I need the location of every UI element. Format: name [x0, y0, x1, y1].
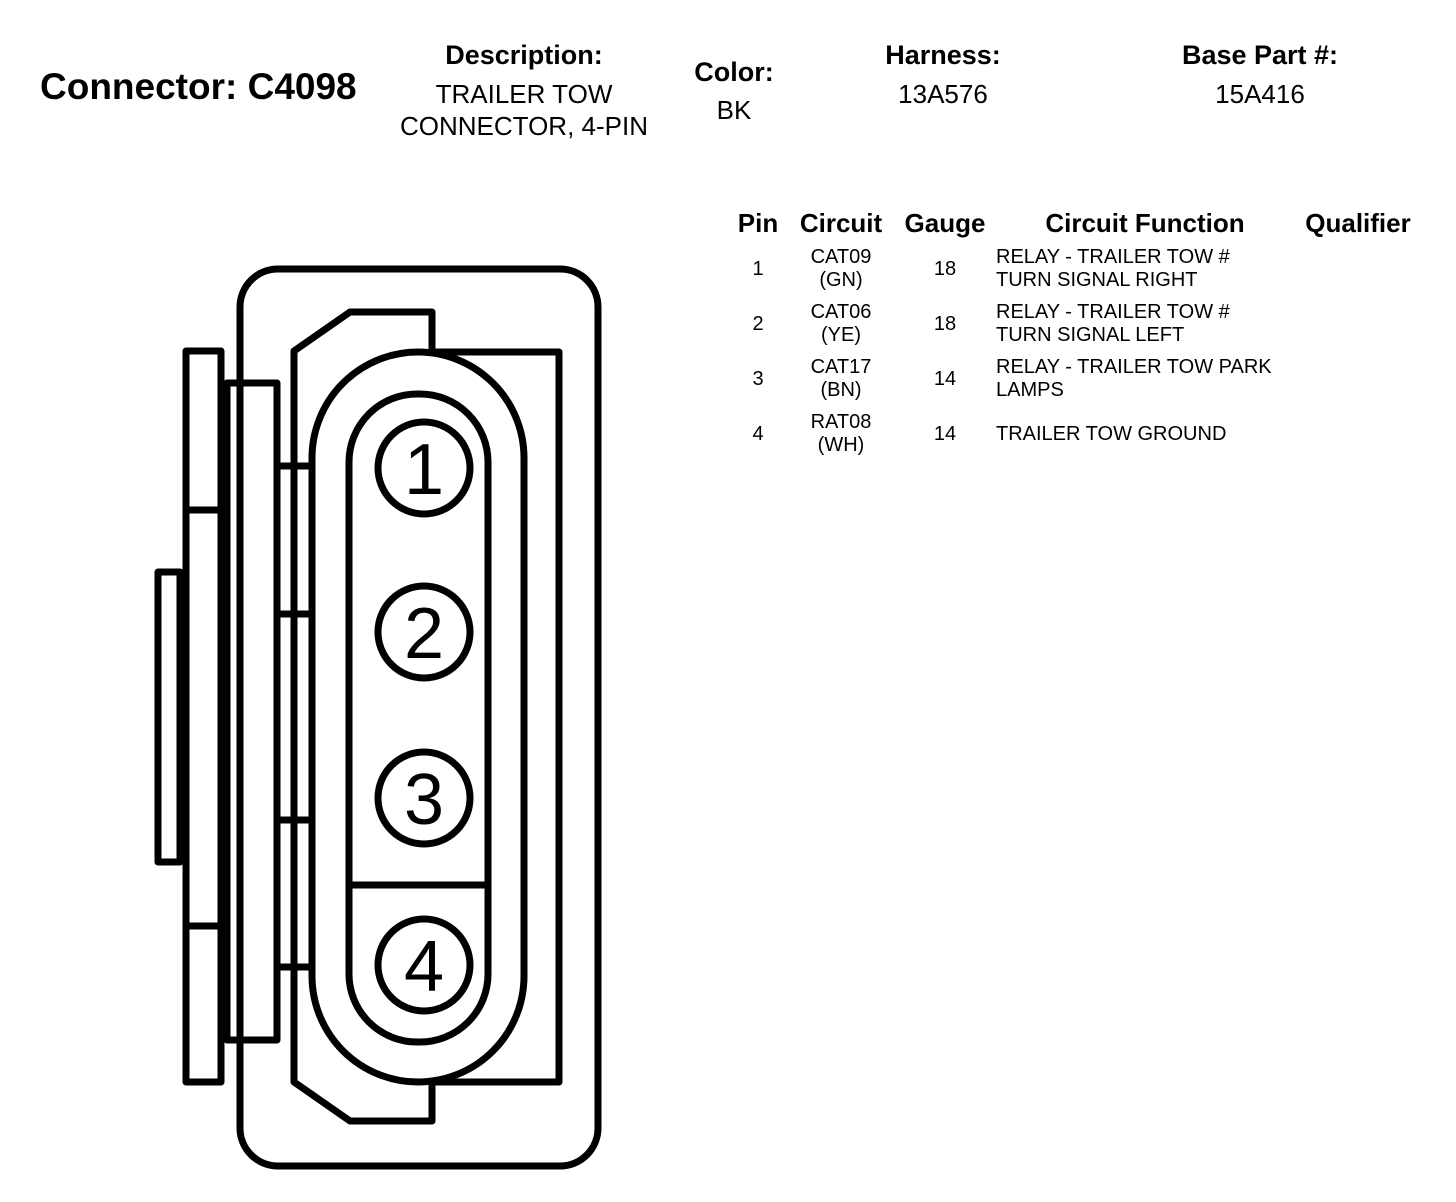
pin-1-terminal: [374, 418, 474, 518]
circuit-id: CAT06 (YE): [791, 301, 891, 347]
pin-number: 1: [752, 258, 764, 280]
connector-left-rail: [223, 379, 281, 1044]
connector-outer-housing: [236, 265, 602, 1170]
pin-4-label: 4: [404, 927, 444, 1007]
pin-number: 2: [752, 313, 764, 335]
circuit-function: RELAY - TRAILER TOW # TURN SIGNAL RIGHT: [996, 246, 1230, 292]
circuit-code: RAT08: [810, 411, 872, 433]
column-header-pin: Pin: [737, 208, 779, 238]
connector-right-bracket: [432, 348, 563, 1086]
circuit-code: CAT06: [810, 301, 872, 323]
column-header-gauge: Gauge: [904, 208, 986, 238]
circuit-function-line: RELAY - TRAILER TOW PARK: [996, 356, 1272, 378]
circuit-color: (BN): [820, 379, 862, 401]
circuit-function-line: LAMPS: [996, 379, 1064, 401]
circuit-color: (GN): [819, 269, 863, 291]
column-header-circuit: Circuit: [799, 208, 883, 238]
pin-3-label: 3: [404, 760, 444, 840]
pin-2-terminal: [374, 582, 474, 682]
pin-4-terminal: [374, 915, 474, 1015]
column-header-circuit-function: Circuit Function: [1045, 208, 1245, 238]
circuit-id: CAT17 (BN): [791, 356, 891, 402]
circuit-function: RELAY - TRAILER TOW # TURN SIGNAL LEFT: [996, 301, 1230, 347]
circuit-id: RAT08 (WH): [791, 411, 891, 457]
gauge-value: 18: [933, 313, 957, 335]
pin-3-terminal: [374, 748, 474, 848]
connector-pin-frame: [308, 348, 528, 1086]
color-label: Color:: [694, 57, 774, 87]
connector-inner-shell: [290, 308, 436, 1125]
circuit-function-line: TURN SIGNAL LEFT: [996, 324, 1185, 346]
circuit-function-line: RELAY - TRAILER TOW #: [996, 301, 1230, 323]
harness-value: 13A576: [898, 79, 988, 109]
description-line-1: TRAILER TOW: [435, 79, 613, 109]
circuit-code: CAT09: [810, 246, 872, 268]
gauge-value: 14: [933, 368, 957, 390]
circuit-function-line: TRAILER TOW GROUND: [996, 423, 1227, 445]
base-part-label: Base Part #:: [1181, 40, 1339, 70]
circuit-color: (WH): [817, 434, 865, 456]
color-value: BK: [716, 95, 752, 125]
harness-label: Harness:: [885, 40, 1001, 70]
gauge-value: 14: [933, 423, 957, 445]
pin-1-label: 1: [404, 430, 444, 510]
circuit-color: (YE): [821, 324, 861, 346]
pin-2-label: 2: [404, 594, 444, 674]
circuit-function-line: TURN SIGNAL RIGHT: [996, 269, 1198, 291]
circuit-function: TRAILER TOW GROUND: [996, 423, 1226, 446]
circuit-code: CAT17: [810, 356, 872, 378]
circuit-id: CAT09 (GN): [791, 246, 891, 292]
connector-left-tab: [154, 568, 184, 866]
connector-title: Connector: C4098: [40, 66, 357, 107]
connector-pin-cavity: [345, 390, 492, 1046]
pin-number: 3: [752, 368, 764, 390]
column-header-qualifier: Qualifier: [1305, 208, 1411, 238]
gauge-value: 18: [933, 258, 957, 280]
pin-number: 4: [752, 423, 764, 445]
circuit-function-line: RELAY - TRAILER TOW #: [996, 246, 1230, 268]
base-part-value: 15A416: [1215, 79, 1305, 109]
connector-latch-strip: [182, 347, 225, 1086]
description-label: Description:: [445, 40, 603, 70]
description-value: TRAILER TOW CONNECTOR, 4-PIN: [374, 78, 674, 142]
description-line-2: CONNECTOR, 4-PIN: [400, 111, 648, 141]
circuit-function: RELAY - TRAILER TOW PARK LAMPS: [996, 356, 1272, 402]
